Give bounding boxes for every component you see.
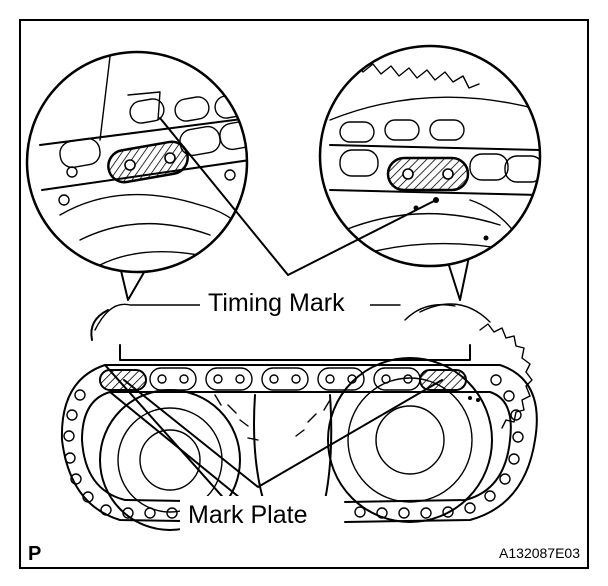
chain-rollers [63, 374, 524, 519]
figure-code: A132087E03 [499, 545, 580, 561]
magnified-mark-plate-left [107, 140, 189, 184]
left-callout-detail [25, 50, 249, 274]
right-callout-detail [318, 44, 542, 268]
mark-plate-leaders [123, 379, 443, 488]
corner-letter: P [28, 543, 41, 565]
timing-mark-leaders [159, 117, 437, 276]
timing-mark-label: Timing Mark [208, 289, 345, 317]
magnified-mark-plate-right [386, 156, 470, 192]
mark-plate-label: Mark Plate [188, 501, 307, 529]
chain-links-top [149, 367, 421, 391]
